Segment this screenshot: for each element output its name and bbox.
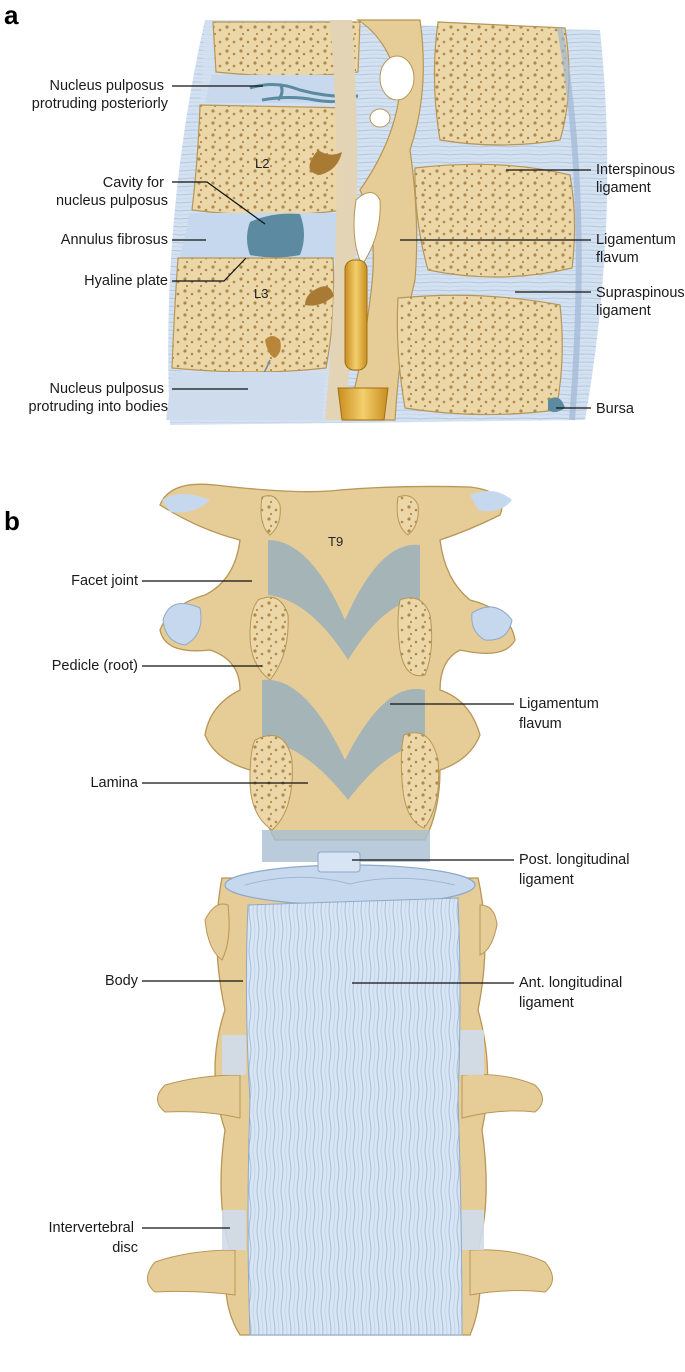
label-nucleus-posterior: Nucleus pulposus protruding posteriorly (32, 78, 169, 112)
label-ant-long: Ant. longitudinal ligament (519, 975, 626, 1011)
ligamentum-flavum-upper (268, 540, 420, 660)
pedicle-left (249, 596, 289, 681)
label-supraspinous: Supraspinous ligament (596, 285, 685, 319)
spinous-process-lower (396, 294, 563, 416)
label-post-long: Post. longitudinal ligament (519, 852, 633, 888)
vertebra-label-t9: T9 (328, 534, 343, 549)
panel-b-letter: b (4, 506, 20, 536)
spinous-process-middle (414, 163, 576, 278)
spinous-process-upper (433, 21, 570, 146)
vertebra-label-l2: L2 (255, 156, 269, 171)
label-bursa: Bursa (596, 401, 635, 417)
pedicle-right (397, 597, 433, 677)
intervertebral-disc-upper (205, 75, 355, 103)
label-facet: Facet joint (71, 573, 138, 589)
anterior-longitudinal-ligament (245, 897, 463, 1336)
label-disc: Intervertebral disc (49, 1220, 138, 1256)
leader-cavity (172, 181, 266, 225)
panel-b-illustration (147, 483, 553, 1336)
intervertebral-foramen (353, 192, 381, 267)
label-cavity: Cavity for nucleus pulposus (56, 175, 168, 209)
leader-hyaline (172, 257, 247, 282)
label-pedicle: Pedicle (root) (52, 658, 138, 674)
label-body: Body (105, 973, 139, 989)
vertebra-label-l3: L3 (254, 286, 268, 301)
label-hyaline: Hyaline plate (84, 273, 168, 289)
label-flavum-b: Ligamentum flavum (519, 696, 603, 732)
label-lamina: Lamina (90, 775, 138, 791)
nucleus-cavity (247, 213, 304, 258)
panel-a-letter: a (4, 0, 19, 30)
vertebral-body-l3 (171, 257, 335, 373)
label-flavum-a: Ligamentum flavum (596, 232, 680, 266)
nerve-root (344, 259, 368, 371)
label-nucleus-bodies: Nucleus pulposus protruding into bodies (29, 381, 168, 415)
label-interspinous: Interspinous ligament (596, 162, 679, 196)
ligamentum-flavum-lower (262, 679, 425, 800)
posterior-longitudinal-ligament (317, 851, 361, 873)
label-annulus: Annulus fibrosus (61, 232, 168, 248)
panel-a-illustration (166, 19, 608, 425)
